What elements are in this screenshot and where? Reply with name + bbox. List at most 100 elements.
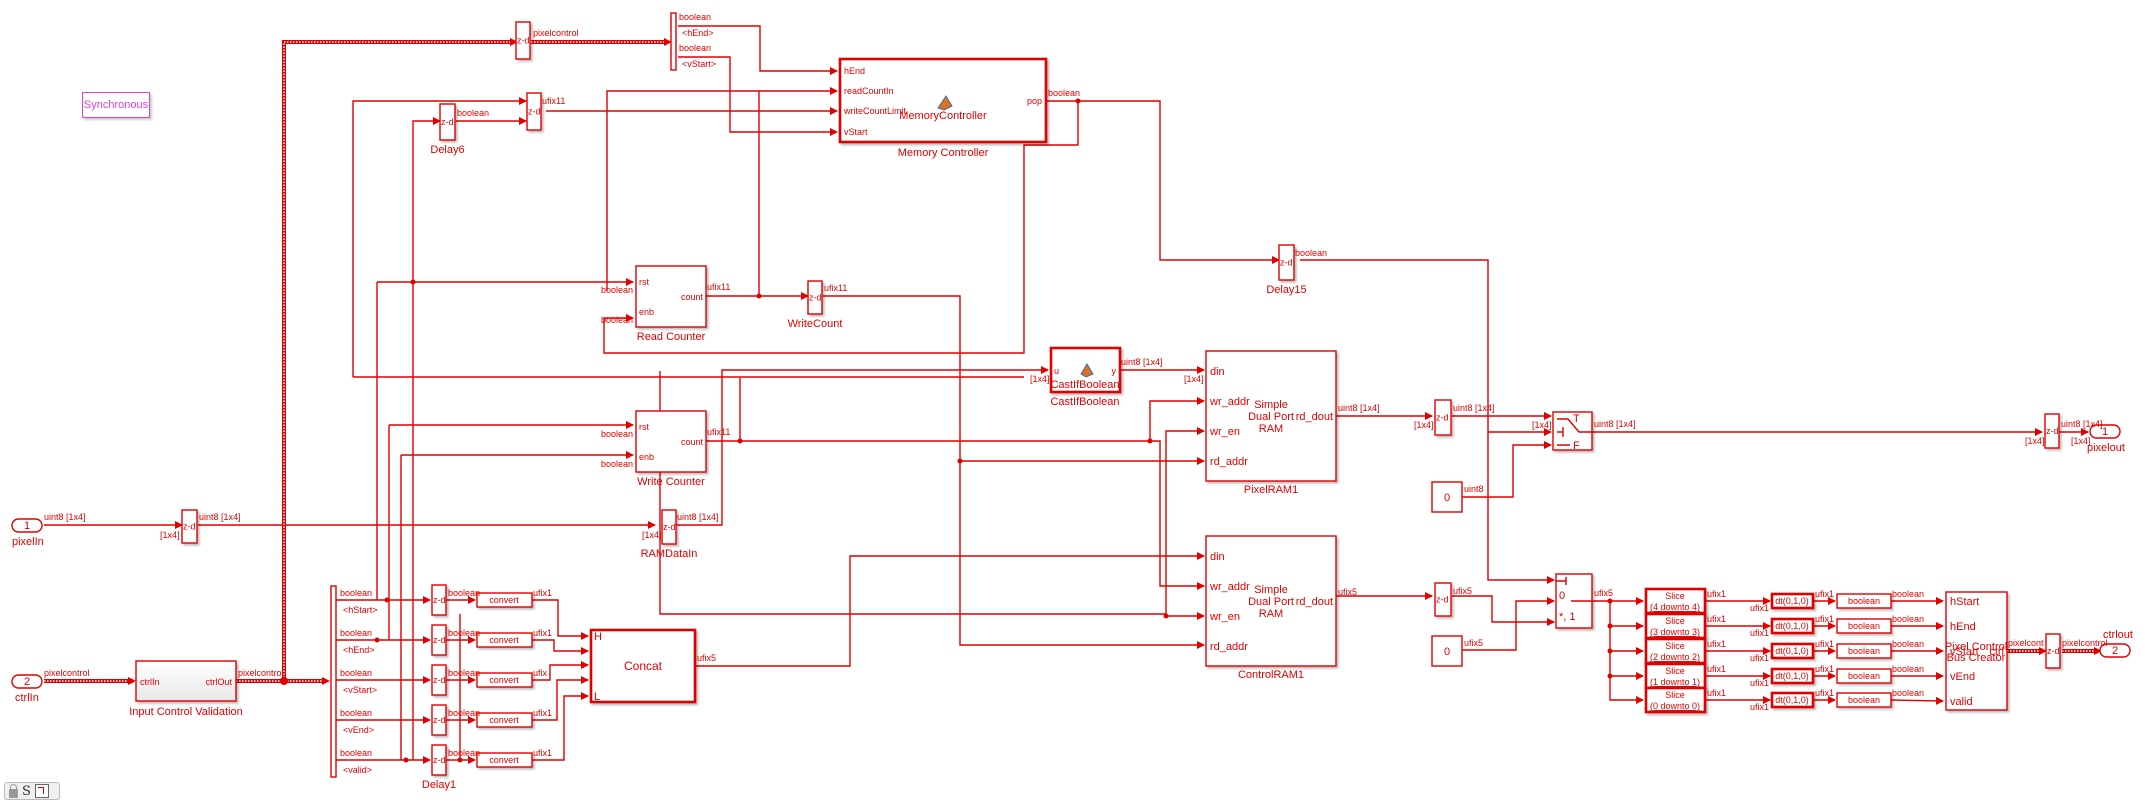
signal-label: boolean bbox=[1048, 88, 1080, 98]
boolean-cast-block[interactable]: boolean bbox=[1836, 692, 1892, 708]
signal-label: [1x4] bbox=[1030, 374, 1050, 384]
constant-uint8[interactable]: 0 bbox=[1431, 481, 1463, 513]
svg-text:dt(0,1,0): dt(0,1,0) bbox=[1775, 646, 1809, 656]
pixel-ram-block[interactable]: din wr_addr wr_en rd_addr Simple Dual Po… bbox=[1205, 350, 1337, 496]
input-control-validation-block[interactable]: ctrlIn ctrlOut Input Control Validation bbox=[129, 660, 243, 718]
svg-text:z-d: z-d bbox=[183, 522, 196, 532]
control-ram-block[interactable]: din wr_addr wr_en rd_addr Simple Dual Po… bbox=[1205, 535, 1337, 681]
convert-block[interactable]: convert bbox=[476, 712, 533, 728]
signal-label: boolean bbox=[457, 108, 489, 118]
read-counter-block[interactable]: rst enb count Read Counter bbox=[635, 265, 707, 343]
signal-label: boolean bbox=[448, 628, 480, 638]
data-type-conversion-block[interactable]: dt(0,1,0) bbox=[1770, 691, 1815, 709]
signal-label: ufix11 bbox=[824, 283, 847, 293]
memory-controller-block[interactable]: hEnd readCountIn writeCountLimit vStart … bbox=[838, 57, 1048, 159]
delay-block[interactable]: z-d bbox=[181, 509, 198, 544]
convert-block[interactable]: convert bbox=[476, 592, 533, 608]
boolean-cast-block[interactable]: boolean bbox=[1836, 618, 1892, 634]
signal-label: ufix1 bbox=[1750, 628, 1769, 638]
svg-text:boolean: boolean bbox=[1848, 646, 1880, 656]
svg-text:0: 0 bbox=[1444, 492, 1450, 504]
signal-label: [1x4] bbox=[1532, 420, 1552, 430]
delay-block[interactable]: z-d bbox=[515, 21, 531, 60]
bus-selector-bottom[interactable]: boolean <hStart> boolean <hEnd> boolean … bbox=[330, 585, 378, 778]
svg-text:Slice: Slice bbox=[1665, 666, 1685, 676]
svg-text:Pixel Control: Pixel Control bbox=[1945, 641, 2007, 653]
svg-text:readCountIn: readCountIn bbox=[844, 86, 894, 96]
svg-text:Concat: Concat bbox=[624, 659, 663, 673]
svg-text:rst: rst bbox=[639, 422, 649, 432]
svg-text:z-d: z-d bbox=[2046, 426, 2059, 436]
svg-text:(2 downto 2): (2 downto 2) bbox=[1650, 652, 1700, 662]
svg-text:boolean: boolean bbox=[340, 708, 372, 718]
convert-block[interactable]: convert bbox=[476, 752, 533, 768]
inport-label: pixelIn bbox=[12, 536, 44, 548]
signal-label: ufix1 bbox=[533, 588, 552, 598]
outport-ctrlout[interactable]: 2 ctrlout bbox=[2099, 629, 2133, 658]
delay-block[interactable]: z-d bbox=[1434, 582, 1452, 617]
constant-ufix5[interactable]: 0 bbox=[1431, 635, 1463, 667]
signal-icon[interactable] bbox=[34, 784, 49, 798]
boolean-cast-block[interactable]: boolean bbox=[1836, 668, 1892, 684]
slice-block[interactable]: Slice(0 downto 0) bbox=[1644, 686, 1707, 714]
block-label: Input Control Validation bbox=[129, 706, 243, 718]
signal-label: boolean bbox=[448, 668, 480, 678]
svg-text:wr_addr: wr_addr bbox=[1209, 396, 1250, 408]
convert-block[interactable]: convert bbox=[476, 632, 533, 648]
svg-text:boolean: boolean bbox=[1848, 671, 1880, 681]
svg-text:convert: convert bbox=[489, 715, 519, 725]
delay-block[interactable]: z-d bbox=[526, 92, 542, 131]
svg-text:CastIfBoolean: CastIfBoolean bbox=[1050, 379, 1119, 391]
slice-block[interactable]: Slice(1 downto 1) bbox=[1644, 662, 1707, 690]
boolean-cast-block[interactable]: boolean bbox=[1836, 593, 1892, 609]
boolean-cast-block[interactable]: boolean bbox=[1836, 643, 1892, 659]
delay-block[interactable]: z-d bbox=[431, 624, 447, 656]
signal-label: boolean bbox=[448, 588, 480, 598]
write-counter-block[interactable]: rst enb count Write Counter bbox=[635, 410, 707, 488]
cast-if-boolean-block[interactable]: u y CastIfBoolean CastIfBoolean bbox=[1049, 346, 1122, 408]
svg-text:z-d: z-d bbox=[433, 675, 446, 685]
lock-icon[interactable] bbox=[9, 783, 18, 798]
svg-text:rd_dout: rd_dout bbox=[1296, 411, 1333, 423]
multiport-switch-block[interactable]: 0 *, 1 bbox=[1555, 573, 1593, 629]
inport-ctrlIn[interactable]: 2 ctrlIn bbox=[11, 674, 43, 704]
svg-text:wr_addr: wr_addr bbox=[1209, 581, 1250, 593]
inport-pixelIn[interactable]: 1 pixelIn bbox=[11, 518, 44, 548]
synchronous-annotation[interactable]: Synchronous bbox=[82, 92, 150, 118]
svg-text:dt(0,1,0): dt(0,1,0) bbox=[1775, 695, 1809, 705]
concat-block[interactable]: H L Concat bbox=[589, 628, 697, 704]
slice-block[interactable]: Slice(4 downto 4) bbox=[1644, 587, 1707, 615]
pixel-control-bus-creator[interactable]: hStart hEnd vStart vEnd valid ctrl Pixel… bbox=[1945, 591, 2008, 711]
sample-time-indicator[interactable]: S bbox=[22, 783, 31, 799]
signal-label: [1x4] bbox=[2071, 436, 2091, 446]
convert-block[interactable]: convert bbox=[476, 672, 533, 688]
outport-pixelout[interactable]: 1 pixelout bbox=[2087, 424, 2125, 454]
slice-block[interactable]: Slice(3 downto 3) bbox=[1644, 612, 1707, 640]
bus-selector-top[interactable]: boolean <hEnd> boolean <vStart> bbox=[670, 12, 716, 71]
inport-label: ctrlIn bbox=[15, 692, 39, 704]
delay-block[interactable]: z-d bbox=[2045, 633, 2061, 669]
data-type-conversion-block[interactable]: dt(0,1,0) bbox=[1770, 592, 1815, 610]
slice-block[interactable]: Slice(2 downto 2) bbox=[1644, 637, 1707, 665]
data-type-conversion-block[interactable]: dt(0,1,0) bbox=[1770, 642, 1815, 660]
svg-text:Bus Creator: Bus Creator bbox=[1947, 652, 2006, 664]
delay-block[interactable]: z-d bbox=[431, 704, 447, 736]
signal-label: ufix bbox=[533, 668, 548, 678]
switch-block[interactable]: T F bbox=[1552, 411, 1593, 452]
delay-block[interactable]: z-d bbox=[431, 584, 447, 616]
delay-block[interactable]: z-d bbox=[1434, 399, 1452, 436]
svg-text:0: 0 bbox=[1444, 646, 1450, 658]
signal-label: uint8 [1x4] bbox=[1453, 403, 1495, 413]
delay-block[interactable]: z-d bbox=[2044, 413, 2060, 449]
data-type-conversion-block[interactable]: dt(0,1,0) bbox=[1770, 667, 1815, 685]
delay-block[interactable]: z-d bbox=[431, 664, 447, 696]
signal-label: pixelcontrol bbox=[2062, 638, 2108, 648]
svg-text:count: count bbox=[681, 437, 704, 447]
data-type-conversion-block[interactable]: dt(0,1,0) bbox=[1770, 617, 1815, 635]
